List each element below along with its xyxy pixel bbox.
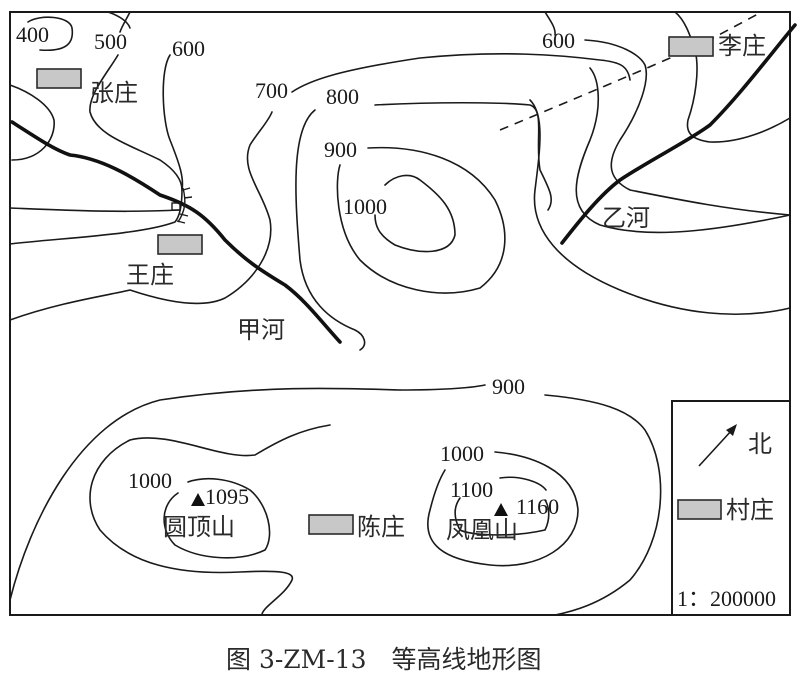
contour-line-ne-d bbox=[529, 99, 791, 316]
river-yihe bbox=[560, 23, 797, 245]
contour-line-ne-a bbox=[544, 11, 556, 36]
contour-line-fenghuangshan-1000 bbox=[427, 451, 579, 567]
contour-line-south-900 bbox=[9, 387, 662, 616]
contour-line-700 bbox=[291, 53, 631, 93]
village-marker-lizhuang bbox=[668, 36, 714, 57]
contour-line-500 bbox=[89, 54, 183, 191]
legend-box bbox=[671, 400, 791, 616]
contour-label: 700 bbox=[255, 78, 288, 103]
contour-line-800 bbox=[295, 109, 366, 351]
contour-line-600 bbox=[162, 54, 184, 191]
peak-triangle-icon-yuandingshan bbox=[191, 493, 205, 506]
contour-label: 1100 bbox=[450, 477, 493, 502]
contour-label: 900 bbox=[492, 374, 525, 399]
peak-label-yuandingshan: 圆顶山 bbox=[163, 513, 235, 541]
village-label-wangzhuang: 王庄 bbox=[126, 261, 174, 289]
village-marker-zhangzhuang bbox=[36, 68, 82, 89]
contour-line-400 bbox=[27, 16, 74, 52]
contour-line-800-east bbox=[374, 101, 552, 211]
village-label-chenzhuang: 陈庄 bbox=[357, 513, 405, 541]
village-marker-wangzhuang bbox=[157, 234, 203, 255]
contour-line-west-c bbox=[9, 111, 273, 321]
contour-label: 500 bbox=[94, 29, 127, 54]
contour-label: 600 bbox=[172, 36, 205, 61]
contour-line-west-b bbox=[9, 189, 183, 245]
figure-caption: 图 3-ZM-13 等高线地形图 bbox=[226, 645, 542, 674]
legend-village-marker bbox=[677, 499, 722, 520]
legend-north-label: 北 bbox=[748, 430, 772, 458]
dam-icon bbox=[171, 187, 193, 224]
contour-line-south-900-label-gap bbox=[399, 384, 486, 391]
legend-village-label: 村庄 bbox=[726, 496, 774, 524]
contour-line-900 bbox=[336, 146, 506, 294]
contour-line-1000 bbox=[374, 174, 456, 253]
contour-label: 900 bbox=[324, 137, 357, 162]
map-frame bbox=[9, 11, 791, 616]
peak-elevation-label: 1160 bbox=[516, 494, 559, 519]
contour-label: 600 bbox=[542, 28, 575, 53]
north-arrow-icon bbox=[698, 424, 737, 467]
contour-line-600-east bbox=[584, 39, 791, 216]
peak-triangle-icon-fenghuangshan bbox=[494, 503, 508, 516]
village-label-lizhuang: 李庄 bbox=[718, 32, 766, 60]
river-label-yihe: 乙河 bbox=[602, 204, 650, 232]
contour-label: 400 bbox=[16, 22, 49, 47]
contour-label: 1000 bbox=[128, 468, 172, 493]
contour-line-yuandingshan-900 bbox=[89, 424, 331, 615]
village-label-zhangzhuang: 张庄 bbox=[90, 79, 138, 107]
contour-line-600-top bbox=[119, 11, 131, 33]
river-label-jiahe: 甲河 bbox=[237, 316, 285, 344]
river-jiahe bbox=[10, 120, 342, 344]
contour-label: 800 bbox=[326, 84, 359, 109]
contour-label: 1000 bbox=[440, 441, 484, 466]
contour-line-ne-c bbox=[575, 67, 791, 234]
contour-line-west-a bbox=[9, 207, 181, 213]
contour-line-400-loop-west bbox=[9, 84, 55, 161]
contour-line-500-top bbox=[107, 11, 131, 29]
contour-line-fenghuangshan-1100 bbox=[454, 476, 550, 536]
village-marker-chenzhuang bbox=[308, 514, 354, 535]
contour-line-yuandingshan-1000 bbox=[163, 477, 271, 559]
scale-label: 1：200000 bbox=[677, 586, 776, 611]
peak-label-fenghuangshan: 凤凰山 bbox=[446, 516, 518, 544]
peak-elevation-label: 1095 bbox=[205, 484, 249, 509]
contour-label: 1000 bbox=[343, 194, 387, 219]
